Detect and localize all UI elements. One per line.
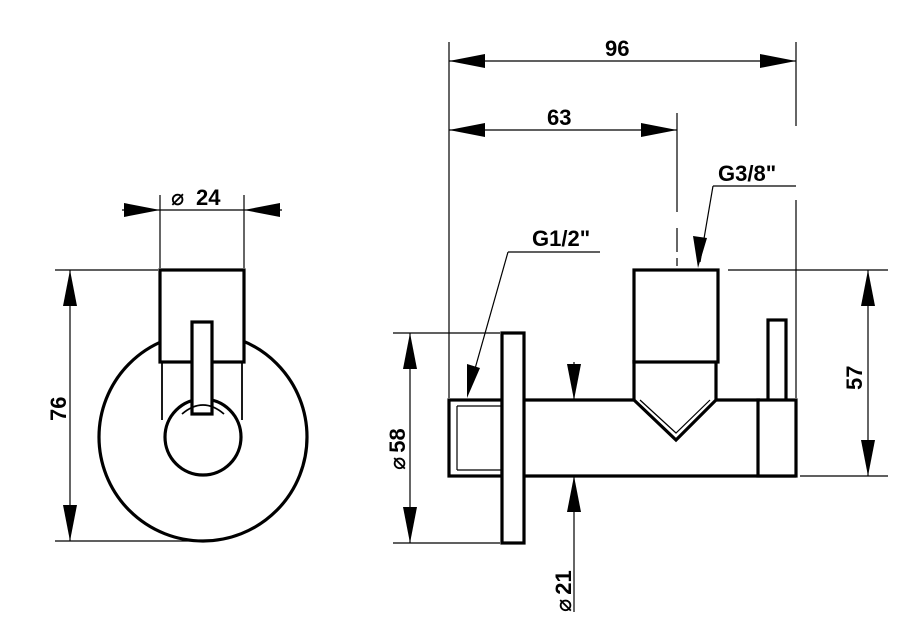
dim-76-arrow-bottom [63, 505, 77, 541]
dim-76-label: 76 [46, 397, 71, 421]
valve-cone-inner [639, 399, 711, 434]
dim-21-symbol: ⌀ [551, 599, 576, 612]
dim-24-label: 24 [196, 185, 221, 210]
g12-leader-arrow [467, 364, 480, 398]
handle-knob [756, 398, 798, 478]
outlet-body [632, 268, 720, 364]
dim-21-value: 21 [551, 570, 576, 594]
dim-96-label: 96 [605, 36, 629, 61]
dim-58-arrow-top [403, 333, 417, 369]
front-handle [190, 320, 214, 416]
dim-96-arrow-right [760, 54, 796, 68]
side-view: 96 63 G3/8" G1/2" ⌀ 58 ⌀ 21 [385, 36, 888, 612]
flange [500, 331, 526, 545]
dim-57-arrow-top [861, 270, 875, 306]
g12-label: G1/2" [532, 226, 590, 251]
dim-58-label: ⌀ 58 [385, 428, 410, 470]
dim-96-arrow-left [449, 54, 485, 68]
dim-57-arrow-bottom [861, 440, 875, 476]
g38-label: G3/8" [718, 161, 776, 186]
front-handle-base [181, 404, 225, 415]
dim-21-arrow-top [567, 364, 581, 400]
g38-leader-arrow [693, 236, 707, 268]
valve-cone [632, 360, 718, 443]
dim-63-arrow-right [641, 123, 677, 137]
dim-58-value: 58 [385, 428, 410, 452]
handle-stem [766, 318, 788, 404]
dim-24-arrow-right [244, 203, 280, 217]
dim-76-arrow-top [63, 270, 77, 306]
dim-58-symbol: ⌀ [385, 457, 410, 470]
dim-21-label: ⌀ 21 [551, 570, 576, 612]
dim-57-label: 57 [842, 366, 867, 390]
dim-63-label: 63 [547, 105, 571, 130]
dim-24-symbol: ⌀ [171, 185, 184, 210]
dim-24-arrow-left [124, 203, 160, 217]
front-view: ⌀ 24 76 [46, 185, 309, 543]
dim-21-arrow-bottom [567, 476, 581, 512]
dim-63-arrow-left [449, 123, 485, 137]
dim-58-arrow-bottom [403, 507, 417, 543]
